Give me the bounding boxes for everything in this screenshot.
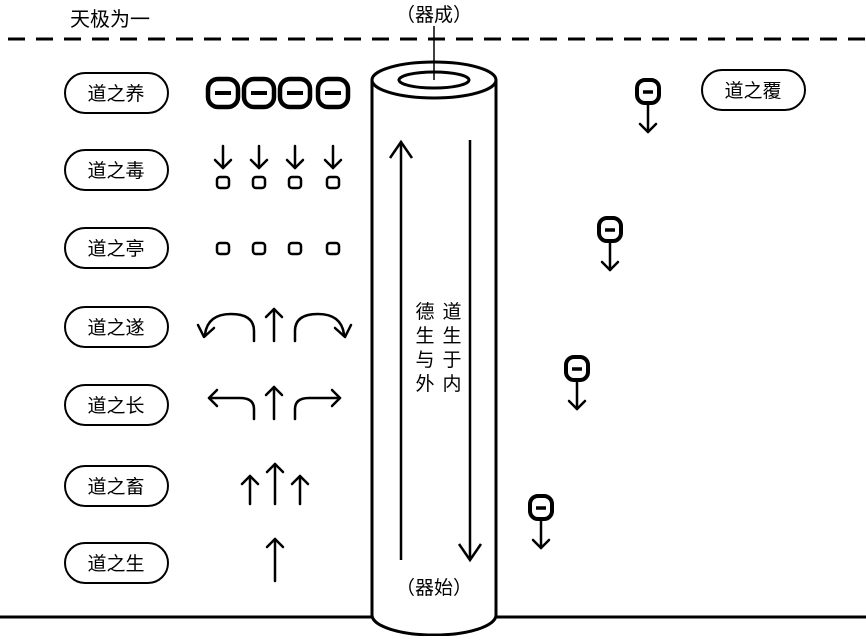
vessel-cylinder	[370, 60, 498, 637]
stage-pill-label: 道之长	[87, 395, 144, 417]
up-arrow-icon	[264, 385, 284, 421]
up-arrow-icon	[240, 474, 260, 506]
branch-right-arrow-icon	[293, 388, 342, 421]
up-arrow-icon	[265, 462, 285, 506]
stage-glyph	[205, 76, 351, 110]
descending-marker-icon	[597, 216, 623, 272]
bottom-label: （器始）	[396, 577, 472, 599]
left-title: 天极为一	[70, 7, 150, 31]
up-arrow-icon	[290, 474, 310, 506]
branch-left-arrow-icon	[207, 388, 256, 421]
stage-pill: 道之畜	[64, 465, 169, 507]
small-ring-icon	[287, 241, 303, 256]
stage-pill-label: 道之畜	[87, 476, 144, 498]
down-arrow-icon	[285, 144, 305, 170]
stage-glyph	[215, 241, 341, 256]
stage-glyph	[213, 144, 343, 190]
inner-up-arrow	[388, 139, 414, 560]
up-arrow-icon	[265, 537, 285, 583]
inner-down-arrow	[457, 140, 483, 563]
descending-marker-icon	[564, 355, 590, 411]
curl-left-arrow-icon	[196, 312, 256, 343]
stage-pill-label: 道之养	[87, 83, 144, 105]
top-label: （器成）	[396, 4, 472, 26]
stage-pill-label: 道之亭	[87, 238, 144, 260]
right-label-text: 道之覆	[724, 80, 781, 102]
descending-marker-list	[528, 78, 661, 550]
stage-pill-label: 道之遂	[87, 317, 144, 339]
small-ring-icon	[215, 175, 231, 190]
stage-pill: 道之长	[64, 384, 169, 426]
small-ring-icon	[251, 175, 267, 190]
stage-pill: 道之亭	[64, 227, 169, 269]
stage-glyph	[196, 307, 353, 343]
stage-glyph-list	[196, 76, 353, 583]
up-arrow-icon	[264, 307, 284, 343]
down-arrow-icon	[249, 144, 269, 170]
stage-glyph	[207, 385, 342, 421]
descending-marker-icon	[528, 494, 554, 550]
small-ring-icon	[215, 241, 231, 256]
cylinder-text-outer: 德生与外	[415, 301, 434, 395]
small-ring-icon	[325, 175, 341, 190]
down-arrow-icon	[323, 144, 343, 170]
right-label-pill: 道之覆	[701, 69, 806, 111]
stage-pill: 道之养	[64, 72, 169, 114]
small-ring-icon	[251, 241, 267, 256]
small-ring-icon	[287, 175, 303, 190]
stage-pill: 道之遂	[64, 306, 169, 348]
descending-marker-icon	[635, 78, 661, 134]
curl-right-arrow-icon	[293, 312, 353, 343]
cylinder-text-inner: 道生于内	[442, 301, 461, 395]
stage-glyph	[240, 462, 310, 506]
stage-pill: 道之毒	[64, 149, 169, 191]
small-ring-icon	[325, 241, 341, 256]
stage-pill: 道之生	[64, 542, 169, 584]
stage-glyph	[265, 537, 285, 583]
stage-pill-label: 道之毒	[87, 160, 144, 182]
down-arrow-icon	[213, 144, 233, 170]
stage-pill-label: 道之生	[87, 553, 144, 575]
